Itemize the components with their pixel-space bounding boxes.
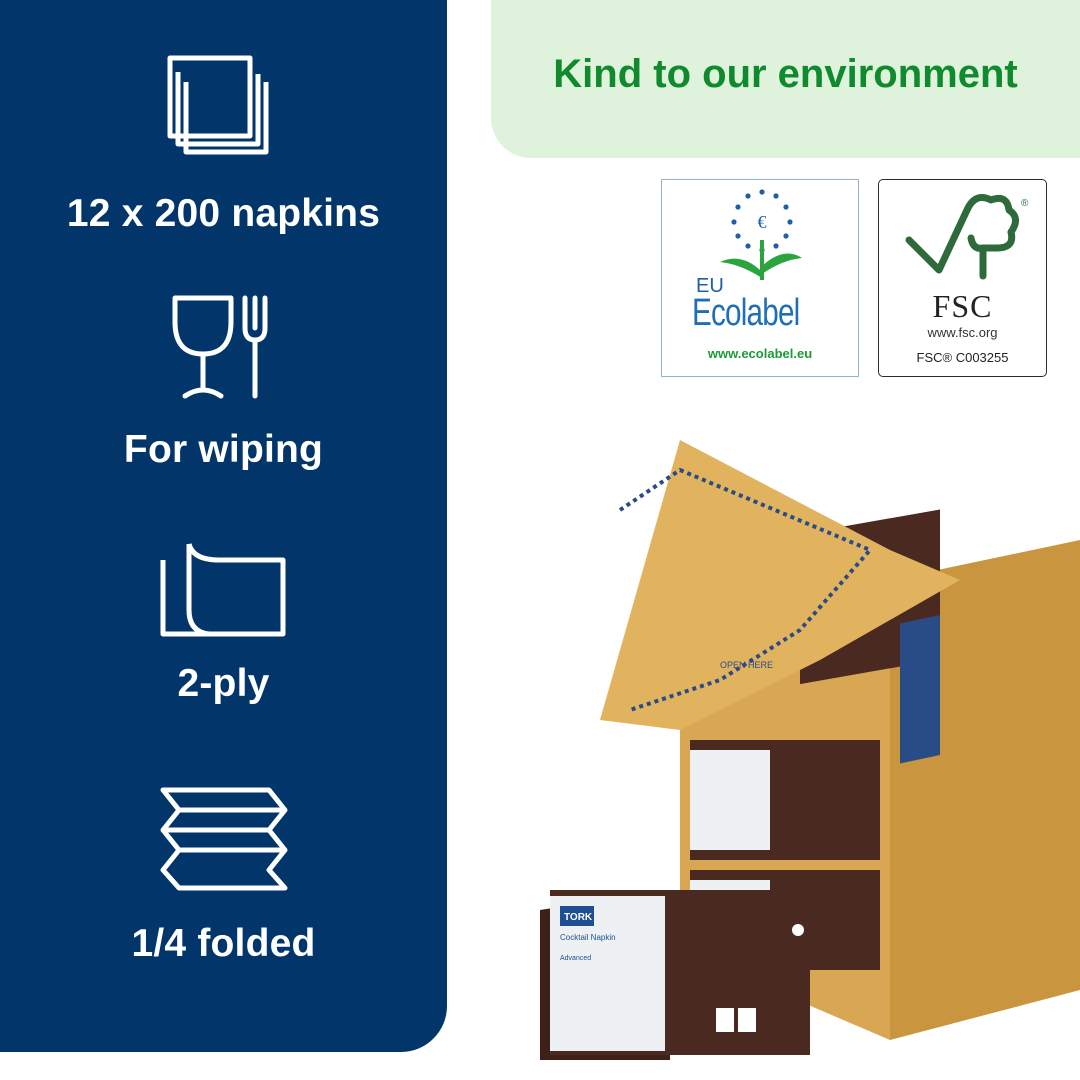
environment-banner: Kind to our environment [491, 0, 1080, 158]
ecolabel-name: Ecolabel [692, 292, 800, 334]
fsc-logo: ® FSC www.fsc.org FSC® C003255 [878, 179, 1047, 377]
brand-text: TORK [564, 912, 593, 923]
open-here-print: OPEN HERE [720, 660, 773, 670]
feature-ply: 2-ply [0, 540, 447, 706]
two-ply-sheet-icon [160, 543, 285, 637]
fsc-license-code: FSC® C003255 [916, 350, 1009, 365]
product-name-text: Cocktail Napkin [560, 933, 616, 942]
ecolabel-prefix: EU [696, 275, 724, 297]
feature-usage: For wiping [0, 292, 447, 472]
feature-label: For wiping [123, 428, 324, 471]
lid-perforation [618, 467, 874, 712]
carton-side-panel [900, 614, 940, 764]
eu-stars-flower-icon: € [720, 189, 802, 280]
feature-napkin-count: 12 x 200 napkins [0, 52, 447, 236]
fsc-tree-check-icon: ® [905, 194, 1029, 280]
eu-ecolabel-logo: € EU Ecolabel www.ecolabel.eu [661, 179, 859, 377]
feature-panel: 12 x 200 napkins For wiping 2-ply [0, 0, 447, 1052]
svg-text:€: € [758, 212, 767, 232]
ecolabel-url: www.ecolabel.eu [707, 346, 813, 361]
tork-logo [560, 906, 594, 926]
carton-lid [600, 440, 960, 730]
svg-text:®: ® [1021, 198, 1029, 209]
feature-fold: 1/4 folded [0, 784, 447, 966]
glass-fork-icon [172, 295, 267, 399]
banner-title: Kind to our environment [553, 52, 1018, 96]
feature-label: 2-ply [177, 662, 270, 705]
quarter-fold-icon [160, 787, 287, 891]
product-photo: OPEN HERE TORK Cocktail Napkin Advanced [540, 430, 1080, 1060]
feature-label: 1/4 folded [131, 922, 316, 965]
feature-label: 12 x 200 napkins [66, 192, 381, 235]
napkin-pack [690, 750, 770, 850]
stacked-napkins-icon [167, 55, 268, 155]
fsc-url: www.fsc.org [927, 325, 998, 340]
fsc-name: FSC [932, 288, 993, 324]
product-range-text: Advanced [560, 955, 591, 962]
